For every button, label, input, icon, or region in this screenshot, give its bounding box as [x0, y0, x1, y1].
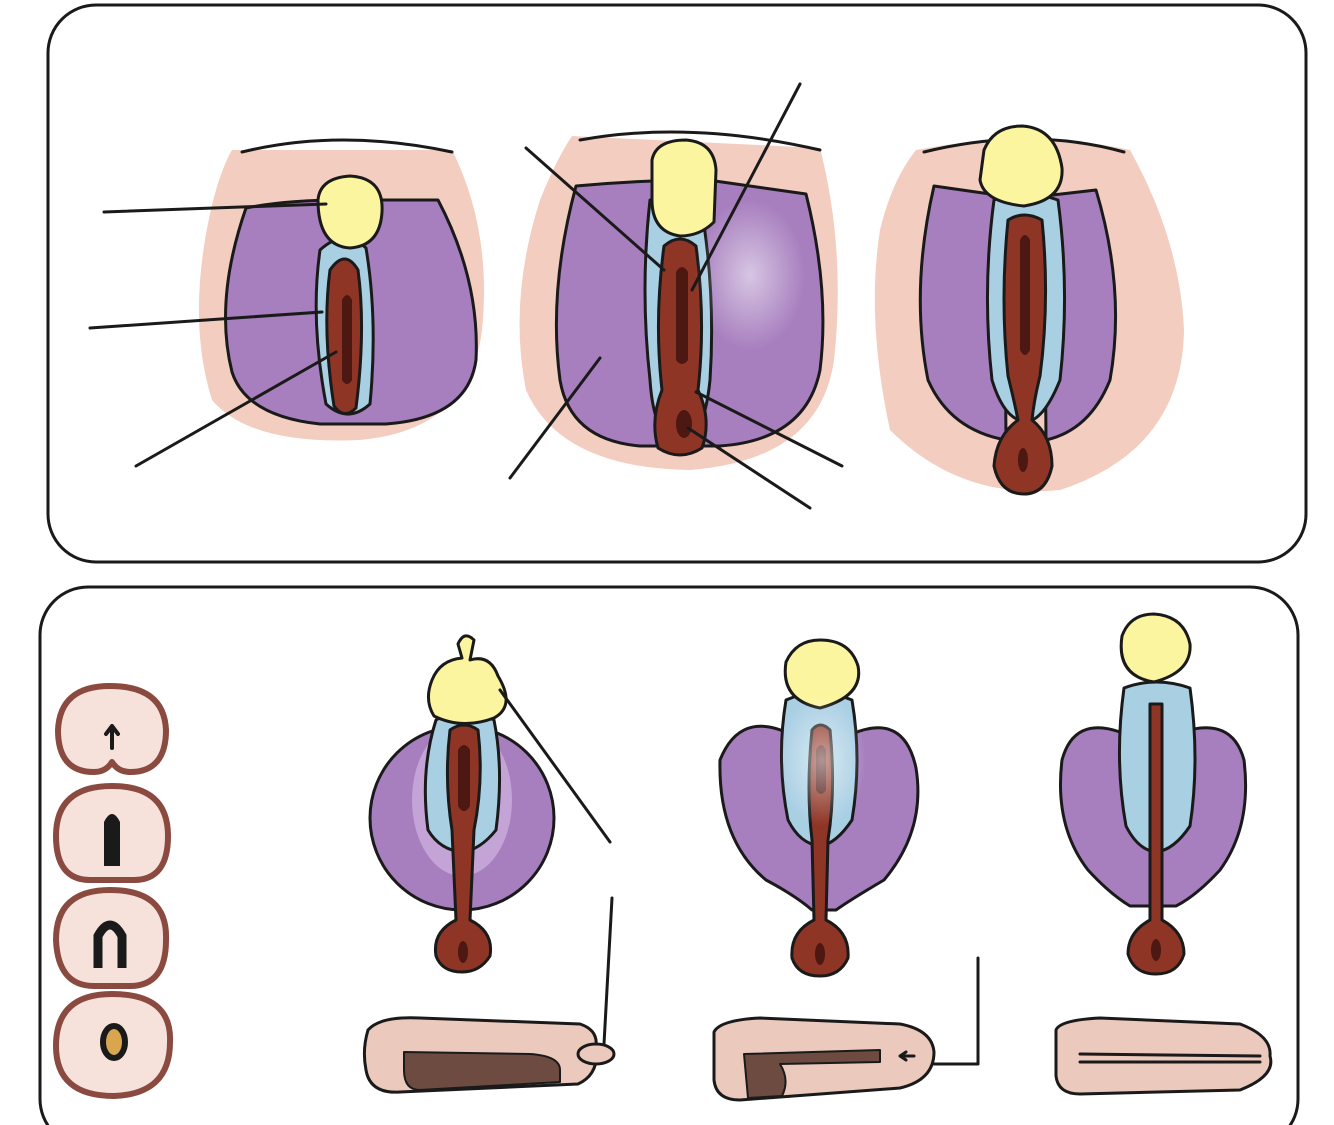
leader-line — [524, 146, 666, 272]
groove-opening — [1018, 448, 1028, 472]
bottom-panel-frame — [38, 585, 1300, 1125]
cross-section-3 — [53, 887, 170, 989]
urethral-groove — [992, 213, 1054, 496]
leader-line — [690, 82, 802, 292]
urethra-lumen-icon — [100, 1023, 128, 1061]
bottom-stage-2 — [718, 638, 920, 978]
haze-overlay — [778, 694, 866, 826]
groove-shadow — [1020, 235, 1030, 355]
groove-opening — [815, 943, 825, 965]
leader-line — [102, 202, 328, 214]
leader-line — [134, 350, 338, 468]
groove-opening — [458, 941, 468, 963]
top-stage-2 — [508, 82, 844, 510]
side-view-urethra — [403, 1051, 561, 1091]
genital-tubercle — [316, 174, 384, 250]
side-view-2 — [712, 956, 980, 1102]
leader-line — [508, 356, 602, 480]
urethral-groove — [433, 723, 493, 974]
arrow-up-icon — [104, 724, 120, 750]
fusing-folds-icon — [93, 920, 127, 968]
leader-line — [498, 688, 612, 844]
groove-opening — [1151, 939, 1161, 961]
haze-overlay — [695, 200, 805, 350]
side-view-3 — [1054, 1016, 1273, 1096]
side-view-urethra — [743, 1049, 881, 1099]
bottom-stage-1 — [368, 634, 614, 1046]
groove-shadow — [458, 745, 470, 811]
genital-tubercle — [650, 138, 718, 238]
side-view-urethra — [1078, 1052, 1262, 1058]
genital-tubercle — [1119, 612, 1192, 684]
leader-line — [602, 896, 614, 1046]
groove-opening — [676, 410, 692, 438]
genital-tubercle — [427, 634, 508, 725]
skin-top-edge — [578, 130, 822, 152]
urethral-raphe — [1126, 702, 1186, 976]
groove-shadow — [676, 267, 688, 364]
leader-line — [694, 390, 844, 468]
labioscrotal-swelling-left — [918, 184, 1008, 442]
arrow-left-icon — [898, 1050, 916, 1062]
skin-top-edge — [240, 138, 454, 154]
genital-tubercle — [783, 638, 861, 710]
top-stage-3 — [874, 124, 1184, 496]
top-panel — [46, 3, 1308, 564]
bottom-panel — [38, 585, 1300, 1125]
leader-line — [686, 426, 812, 510]
leader-line — [88, 310, 324, 330]
urethral-plate-icon — [104, 814, 120, 866]
side-view-1 — [362, 1016, 616, 1094]
leader-line — [932, 956, 980, 1066]
side-view-tip — [576, 1042, 616, 1066]
bottom-stage-3 — [1058, 612, 1248, 976]
cross-section-sequence — [53, 683, 174, 1099]
top-stage-1 — [88, 138, 484, 468]
groove-shadow — [342, 295, 352, 384]
genital-tubercle — [978, 124, 1064, 208]
